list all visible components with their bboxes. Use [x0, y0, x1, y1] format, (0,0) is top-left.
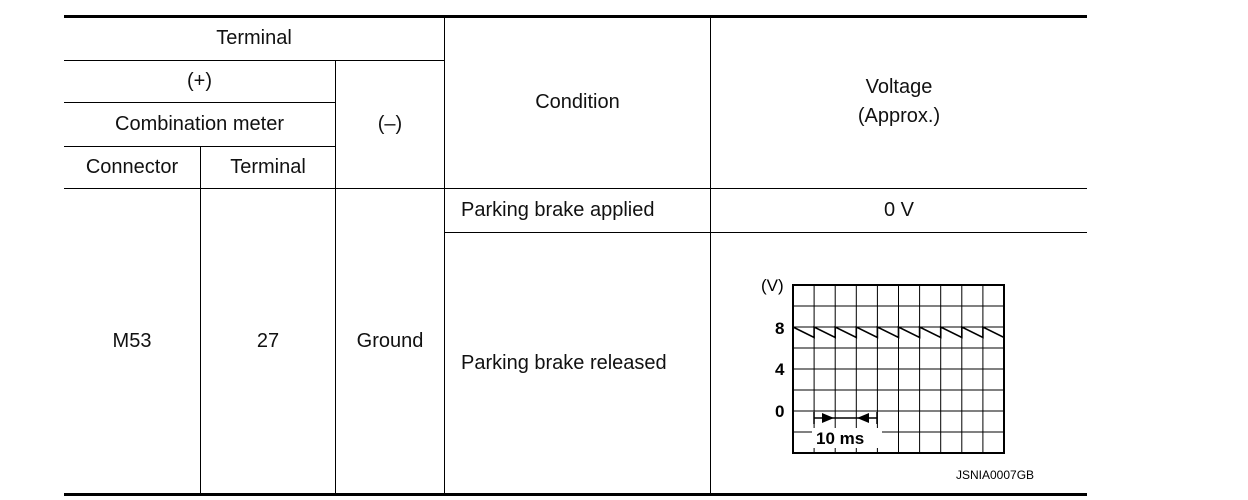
col-divider-connector [200, 146, 201, 494]
y-unit-label: (V) [761, 276, 784, 295]
connector-value: M53 [112, 329, 152, 352]
y-tick-4: 4 [775, 360, 785, 379]
table-top-border [64, 15, 1087, 18]
header-bottom-rule [64, 188, 1087, 189]
voltage-applied: 0 V [883, 199, 915, 221]
header-voltage-label: Voltage [865, 76, 933, 98]
header-combination-meter: Combination meter [115, 113, 284, 135]
waveform-signal [792, 325, 1005, 339]
header-plus: (+) [187, 70, 212, 92]
header-rule-plus [64, 102, 335, 103]
time-scale-marker [813, 412, 878, 424]
col-divider-condition [444, 16, 445, 494]
table-bottom-border [64, 493, 1087, 496]
y-tick-0: 0 [775, 402, 784, 421]
col-divider-voltage [710, 16, 711, 494]
header-condition: Condition [535, 90, 620, 113]
condition-row-divider [444, 232, 1087, 233]
ground-value: Ground [356, 329, 424, 352]
condition-applied: Parking brake applied [461, 199, 655, 221]
condition-released: Parking brake released [461, 351, 667, 374]
header-voltage: Voltage (Approx.) [711, 16, 1087, 188]
terminal-table: Terminal (+) Combination meter Connector… [64, 0, 1087, 500]
header-terminal: Terminal [216, 26, 292, 49]
header-rule-meter [64, 146, 335, 147]
waveform-figure: (V) 8 4 0 10 ms JSNIA0007GB [761, 276, 1034, 482]
header-connector: Connector [85, 156, 179, 178]
image-code: JSNIA0007GB [956, 468, 1034, 482]
header-minus: (–) [377, 113, 403, 135]
time-scale-label: 10 ms [816, 429, 864, 448]
header-rule-terminal [64, 60, 444, 61]
col-divider-minus [335, 60, 336, 494]
terminal-value: 27 [256, 329, 280, 352]
y-tick-8: 8 [775, 319, 784, 338]
waveform-frame [792, 284, 1005, 454]
header-voltage-approx: (Approx.) [857, 105, 941, 127]
header-terminal-sub: Terminal [230, 156, 306, 178]
waveform-grid [792, 284, 1005, 454]
